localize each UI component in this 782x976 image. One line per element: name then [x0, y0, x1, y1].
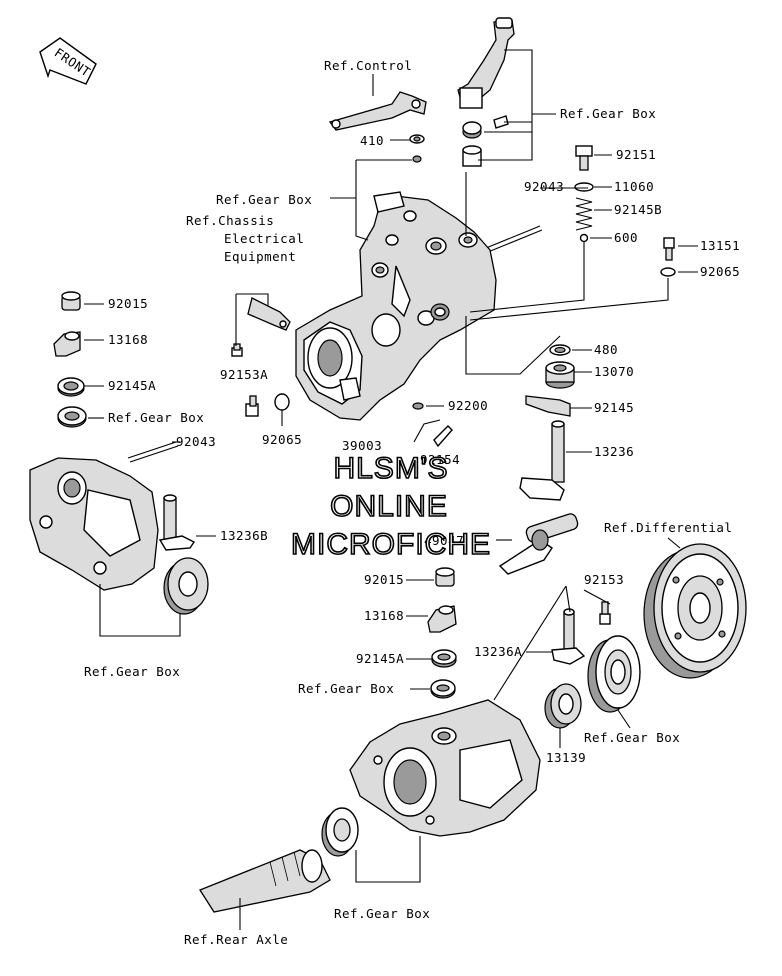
- label-ref-gearbox-left: Ref.Gear Box: [108, 410, 204, 425]
- pin-39003: [413, 419, 441, 443]
- label-92065-mid: 92065: [262, 432, 302, 447]
- bearing-13139: [544, 683, 582, 729]
- label-92200: 92200: [448, 398, 488, 413]
- label-92043-top: 92043: [524, 179, 564, 194]
- spring-92145B: [575, 197, 593, 231]
- label-92145A-left: 92145A: [108, 378, 156, 393]
- spring-pin-92154: [433, 425, 453, 448]
- label-ref-control: Ref.Control: [324, 58, 412, 73]
- shift-shaft-13236: [519, 420, 565, 501]
- label-13139: 13139: [546, 750, 586, 765]
- label-11060: 11060: [614, 179, 654, 194]
- label-ref-chassis-3: Equipment: [224, 249, 296, 264]
- label-92145: 92145: [594, 400, 634, 415]
- seal-ref-gearbox-bottom: [321, 807, 359, 857]
- label-39003: 39003: [342, 438, 382, 453]
- label-ref-rear-axle: Ref.Rear Axle: [184, 932, 288, 947]
- pin-92043-left: [127, 441, 177, 459]
- arm-13168-left: [53, 331, 81, 357]
- part-labels: Ref.Control Ref.Gear Box 410 92151 11060…: [84, 58, 740, 947]
- label-480: 480: [594, 342, 618, 357]
- watermark-line1: HLSM'S: [333, 452, 448, 485]
- label-410: 410: [360, 133, 384, 148]
- bolt-92153A-lower: [245, 395, 259, 417]
- leader-ref-gearbox-bottom: [355, 836, 421, 883]
- washer-11060: [574, 182, 594, 192]
- small-washer: [412, 155, 422, 163]
- label-13236B: 13236B: [220, 528, 268, 543]
- bolt-13151: [663, 237, 675, 261]
- label-92154: 92154: [420, 452, 460, 467]
- watermark-line2: ONLINE: [330, 490, 448, 523]
- ball-600: [579, 233, 589, 243]
- label-92145B: 92145B: [614, 202, 662, 217]
- label-92015-left: 92015: [108, 296, 148, 311]
- arm-13168-mid: [427, 605, 457, 633]
- bolt-92153A-upper: [231, 343, 243, 357]
- label-ref-gearbox-bottom: Ref.Gear Box: [334, 906, 430, 921]
- gearbox-housing-left: [29, 457, 159, 591]
- leader-ref-gearbox-lower-left: [99, 584, 181, 637]
- collar-13070: [545, 361, 575, 389]
- label-13236A: 13236A: [474, 644, 522, 659]
- seal-ref-gearbox-mid: [430, 679, 456, 699]
- label-ref-gearbox-lower-left: Ref.Gear Box: [84, 664, 180, 679]
- label-13168-mid: 13168: [364, 608, 404, 623]
- watermark-line3: MICROFICHE: [291, 528, 491, 561]
- plug-92200: [412, 402, 424, 410]
- nut-92015-mid: [435, 567, 455, 587]
- bolt-92151: [575, 145, 593, 171]
- label-ref-gearbox-mid: Ref.Gear Box: [298, 681, 394, 696]
- label-13168-left: 13168: [108, 332, 148, 347]
- label-92153A: 92153A: [220, 367, 268, 382]
- gearbox-housing-upper: [295, 191, 497, 421]
- label-13070: 13070: [594, 364, 634, 379]
- control-bracket: [328, 91, 427, 131]
- washer-92065-mid: [274, 393, 290, 411]
- label-13236: 13236: [594, 444, 634, 459]
- label-92145A-mid: 92145A: [356, 651, 404, 666]
- seal-ref-gearbox-left: [57, 406, 87, 428]
- nut-92015-left: [61, 291, 81, 311]
- leader-lines: [84, 49, 698, 930]
- label-49047: 49047: [424, 533, 464, 548]
- bearing-ref-gearbox-right: [587, 635, 641, 713]
- label-92015-mid: 92015: [364, 572, 404, 587]
- torsion-spring-92145: [525, 395, 571, 417]
- shift-shaft-13236B: [158, 494, 196, 551]
- bolt-92153: [599, 601, 611, 625]
- shift-shaft-13236A: [551, 608, 586, 665]
- label-ref-chassis-1: Ref.Chassis: [186, 213, 274, 228]
- rear-axle-shaft: [199, 849, 331, 913]
- label-13151: 13151: [700, 238, 740, 253]
- label-ref-gearbox-upper-left: Ref.Gear Box: [216, 192, 312, 207]
- washer-92065-right: [660, 267, 676, 277]
- label-ref-gearbox-top-right: Ref.Gear Box: [560, 106, 656, 121]
- shift-lever-upper: [457, 17, 515, 167]
- label-92043-left: 92043: [176, 434, 216, 449]
- washer-480: [549, 344, 571, 356]
- washer-410: [409, 134, 425, 144]
- front-arrow-badge: FRONT: [39, 37, 97, 85]
- label-92151: 92151: [616, 147, 656, 162]
- spring-92145A-mid: [431, 649, 457, 668]
- label-ref-differential: Ref.Differential: [604, 520, 732, 535]
- differential-gear: [643, 543, 747, 679]
- spring-92145A-left: [57, 377, 85, 397]
- label-600: 600: [614, 230, 638, 245]
- pin-92043-top: [485, 225, 541, 249]
- gearbox-housing-lower: [349, 699, 541, 837]
- label-ref-chassis-2: Electrical: [224, 231, 304, 246]
- gear-left: [163, 557, 209, 615]
- label-92153: 92153: [584, 572, 624, 587]
- label-ref-gearbox-right: Ref.Gear Box: [584, 730, 680, 745]
- shift-fork-49047: [498, 513, 579, 575]
- watermark: HLSM'S ONLINE MICROFICHE: [290, 451, 491, 562]
- label-92065-right: 92065: [700, 264, 740, 279]
- chassis-bracket: [247, 297, 291, 331]
